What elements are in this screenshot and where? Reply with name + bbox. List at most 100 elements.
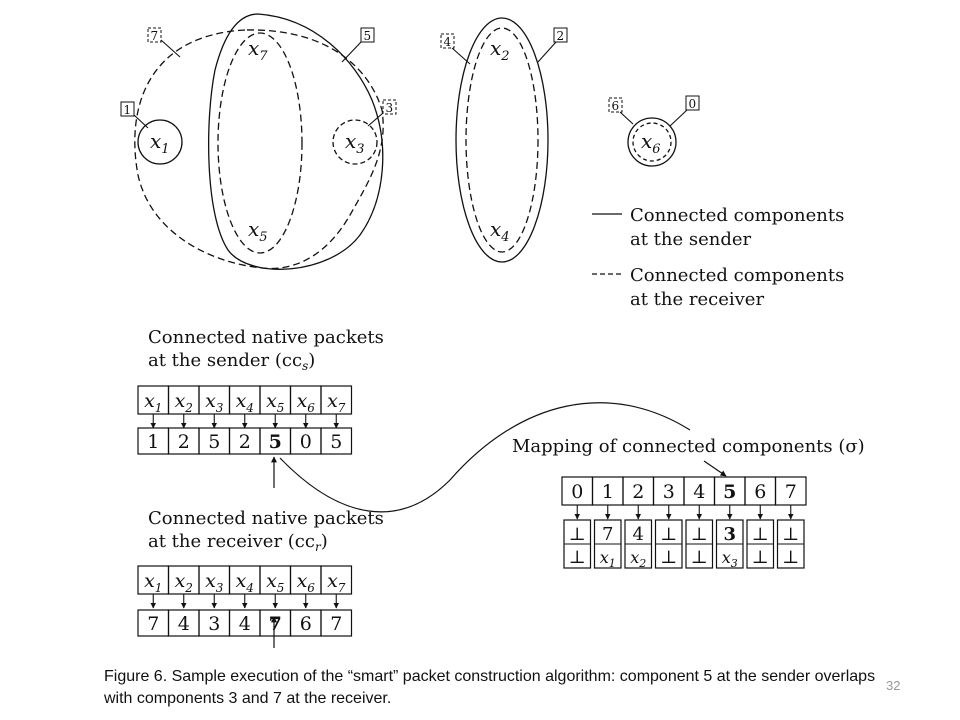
- svg-text:x5: x5: [266, 570, 284, 595]
- svg-text:7: 7: [147, 613, 159, 635]
- mapping-index-4: 4: [683, 476, 716, 520]
- receiver-packet-3: x4: [228, 565, 261, 609]
- sender-packet-4: x5: [259, 385, 292, 429]
- node-x2-label: x2: [490, 36, 510, 64]
- svg-text:6: 6: [754, 481, 766, 503]
- svg-text:3: 3: [723, 524, 736, 545]
- svg-text:4: 4: [693, 481, 705, 503]
- sender-packet-1: x2: [167, 385, 200, 429]
- sender-title-line2: at the sender (ccs): [148, 350, 315, 373]
- svg-text:x4: x4: [236, 570, 254, 595]
- svg-text:⊥: ⊥: [691, 547, 708, 568]
- mapping-title: Mapping of connected components (σ): [512, 436, 865, 457]
- svg-text:⊥: ⊥: [660, 547, 677, 568]
- mapping-value-4: ⊥⊥: [685, 519, 714, 569]
- figure-caption: Figure 6. Sample execution of the “smart…: [104, 668, 876, 707]
- mapping-value-1: 7x1: [593, 519, 622, 570]
- receiver-inner-outline: [217, 32, 303, 254]
- sender-component-3: 2: [228, 427, 261, 455]
- svg-text:⊥: ⊥: [569, 547, 586, 568]
- svg-text:x3: x3: [205, 390, 224, 415]
- sender-component-4: 5: [259, 427, 292, 455]
- tag-7: 7: [151, 29, 159, 43]
- mapping-index-7: 7: [774, 476, 807, 520]
- page-number: 32: [886, 678, 901, 693]
- svg-text:x2: x2: [175, 570, 193, 595]
- node-x4-label: x4: [490, 217, 510, 245]
- svg-text:⊥: ⊥: [569, 524, 586, 545]
- svg-text:x2: x2: [630, 548, 646, 570]
- receiver-component-5: 6: [289, 609, 322, 637]
- sender-packet-3: x4: [228, 385, 261, 429]
- svg-text:x1: x1: [144, 570, 162, 595]
- tag-4: 4: [444, 35, 452, 49]
- svg-text:x5: x5: [266, 390, 284, 415]
- mapping-value-7: ⊥⊥: [776, 519, 805, 569]
- svg-text:0: 0: [571, 481, 583, 503]
- svg-text:7: 7: [269, 613, 282, 635]
- sender-packet-0: x1: [137, 385, 170, 429]
- tag-1: 1: [124, 103, 132, 117]
- node-x3-outline: [332, 119, 378, 165]
- svg-text:4: 4: [239, 613, 251, 635]
- receiver-component-outline: [134, 29, 384, 270]
- svg-text:⊥: ⊥: [782, 524, 799, 545]
- svg-text:7: 7: [330, 613, 342, 635]
- tag-3: 3: [386, 101, 394, 115]
- node-x3-label: x3: [345, 129, 365, 157]
- sender-component-0: 1: [137, 427, 170, 455]
- receiver-component-3: 4: [228, 609, 261, 637]
- svg-text:1: 1: [147, 431, 159, 453]
- svg-text:6: 6: [300, 613, 312, 635]
- svg-text:3: 3: [663, 481, 675, 503]
- receiver-component-6: 7: [320, 609, 353, 637]
- receiver-title-line2: at the receiver (ccr): [148, 531, 328, 554]
- svg-text:⊥: ⊥: [752, 524, 769, 545]
- svg-text:x2: x2: [175, 390, 193, 415]
- svg-text:⊥: ⊥: [691, 524, 708, 545]
- tag-0: 0: [689, 97, 697, 111]
- mapping-value-0: ⊥⊥: [563, 519, 592, 569]
- svg-text:x7: x7: [327, 390, 346, 415]
- svg-text:x4: x4: [236, 390, 254, 415]
- sender-component-2: 5: [198, 427, 231, 455]
- svg-text:2: 2: [178, 431, 190, 453]
- receiver-packet-6: x7: [320, 565, 353, 609]
- svg-text:7: 7: [602, 524, 613, 545]
- svg-text:2: 2: [632, 481, 644, 503]
- svg-text:5: 5: [269, 431, 282, 453]
- sender-component-5: 0: [289, 427, 322, 455]
- svg-text:⊥: ⊥: [782, 547, 799, 568]
- node-x5-label: x5: [248, 217, 268, 245]
- mapping-value-6: ⊥⊥: [746, 519, 775, 569]
- receiver-component-1: 4: [167, 609, 200, 637]
- svg-text:x1: x1: [144, 390, 162, 415]
- receiver-title-line1: Connected native packets: [148, 508, 384, 529]
- sender-packet-6: x7: [320, 385, 353, 429]
- svg-text:x3: x3: [722, 548, 738, 570]
- svg-text:4: 4: [633, 524, 644, 545]
- node-x1-outline: [137, 119, 183, 165]
- mapping-index-5: 5: [713, 476, 746, 520]
- receiver-component-2: 3: [198, 609, 231, 637]
- receiver-packet-5: x6: [289, 565, 322, 609]
- mapping-index-0: 0: [561, 476, 594, 520]
- svg-text:x6: x6: [297, 570, 316, 595]
- mapping-connector-curve: [279, 402, 691, 513]
- svg-text:2: 2: [239, 431, 251, 453]
- legend-sender-line2: at the sender: [630, 229, 752, 250]
- svg-text:3: 3: [208, 613, 220, 635]
- node-x1-label: x1: [150, 129, 170, 157]
- tag-6: 6: [612, 99, 620, 113]
- receiver-component-4-outline: [465, 27, 539, 253]
- svg-text:7: 7: [785, 481, 797, 503]
- mapping-index-3: 3: [652, 476, 685, 520]
- receiver-component-0: 7: [137, 609, 170, 637]
- legend-sender-line1: Connected components: [630, 205, 844, 226]
